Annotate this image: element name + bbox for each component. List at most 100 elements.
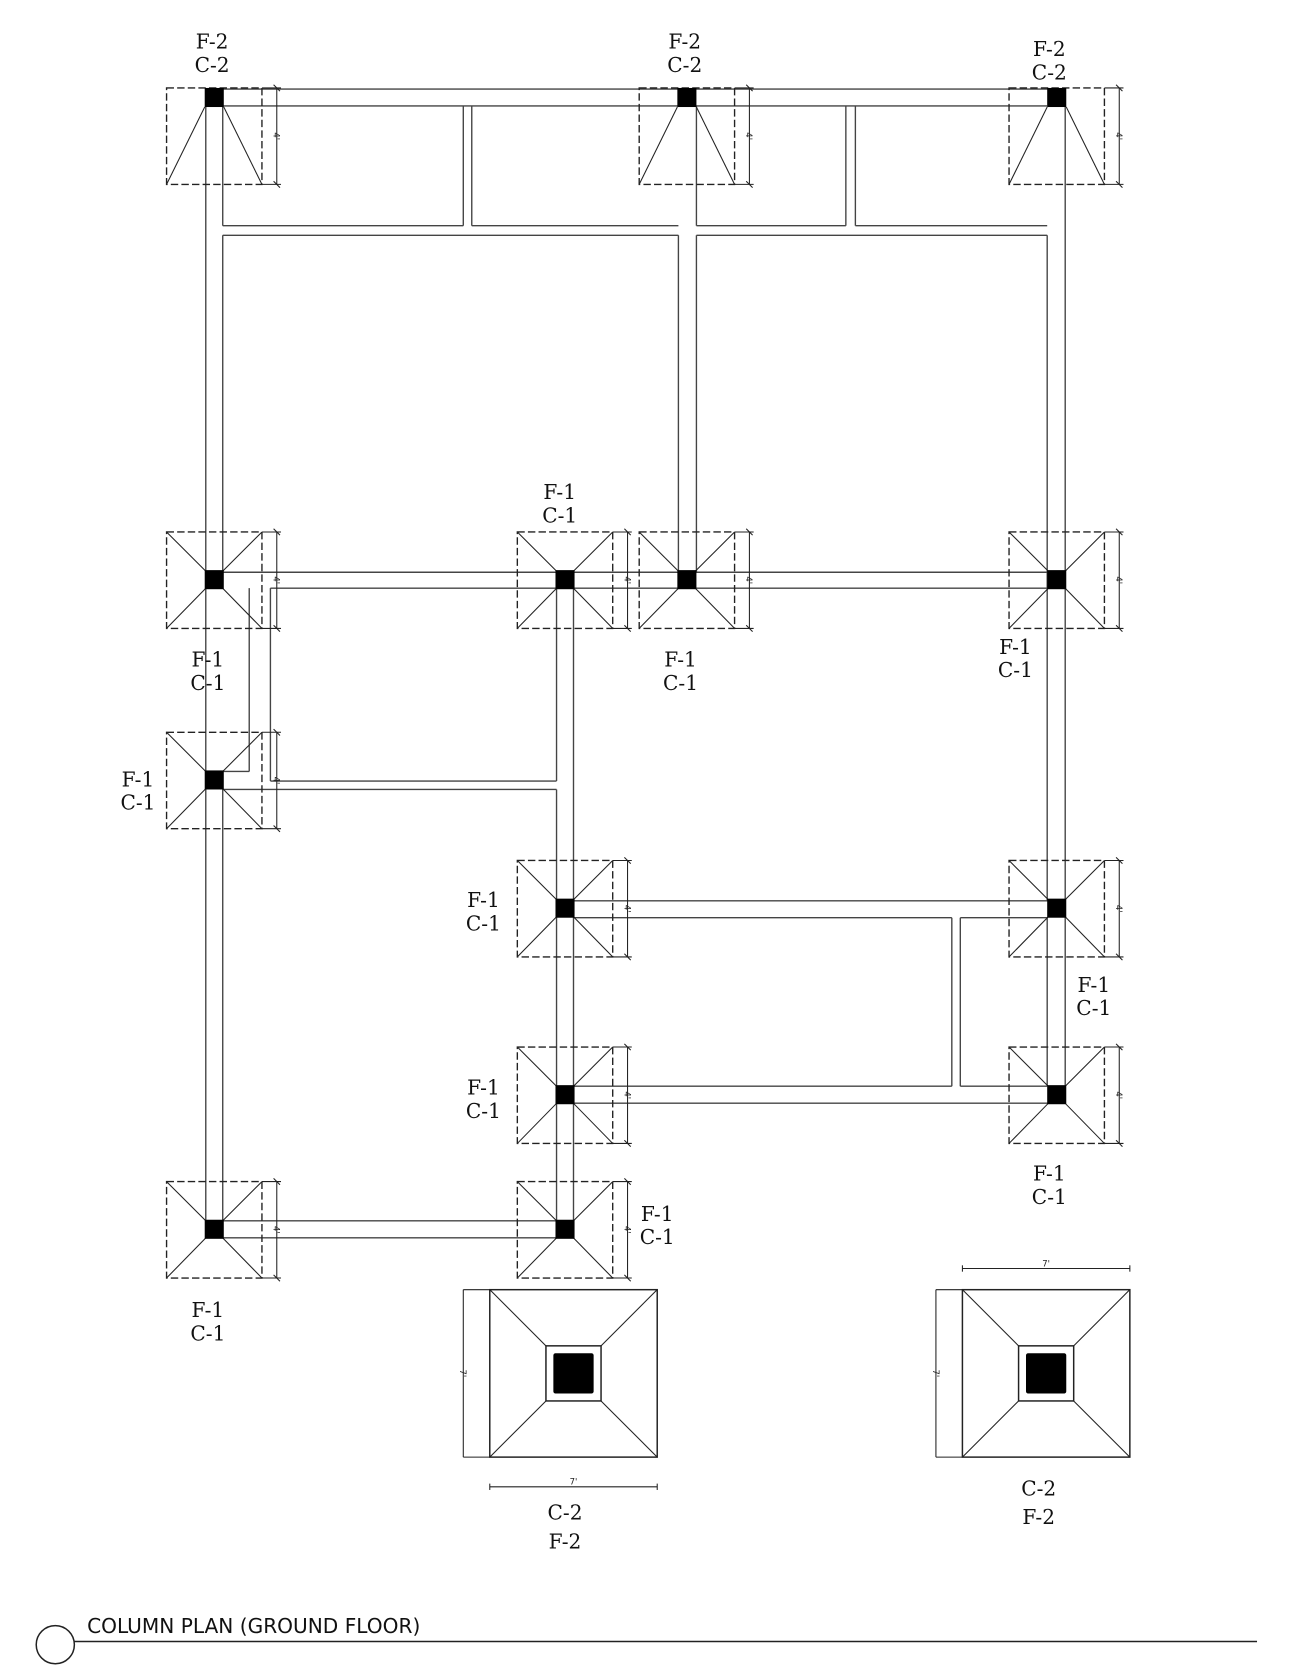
footing-label: F-1 bbox=[467, 1076, 500, 1100]
footing-detail: 7' 7' bbox=[458, 1288, 658, 1490]
dimension-text: 4' bbox=[272, 777, 282, 785]
dimension-text: 7' bbox=[570, 1477, 578, 1487]
dimension-text: 4' bbox=[744, 576, 754, 584]
dimension-text: 4' bbox=[622, 1226, 632, 1234]
footing-label: F-2 bbox=[196, 30, 229, 54]
footing-label: F-1 bbox=[664, 648, 697, 672]
detail-slope-line bbox=[600, 1289, 658, 1347]
footing-outline bbox=[1008, 531, 1106, 630]
drawing-title-block: COLUMN PLAN (GROUND FLOOR) bbox=[35, 1614, 1258, 1665]
dimension-text: 4' bbox=[272, 1226, 282, 1234]
footing: 4' bbox=[165, 1178, 282, 1282]
detail-outline bbox=[961, 1288, 1131, 1458]
column-label: C-1 bbox=[663, 671, 698, 695]
footing-slope-line bbox=[223, 106, 263, 185]
column-square bbox=[1025, 1353, 1067, 1394]
footing-outline bbox=[516, 531, 614, 630]
column-label: C-2 bbox=[1032, 60, 1067, 84]
footing-label: F-1 bbox=[999, 635, 1032, 659]
footing-label: F-1 bbox=[1033, 1162, 1066, 1186]
dimension-text: 4' bbox=[1114, 905, 1124, 913]
column-square bbox=[204, 87, 224, 108]
footing: 4' bbox=[1008, 84, 1124, 188]
footing-outline bbox=[516, 859, 614, 958]
detail-footing-label: F-2 bbox=[1022, 1505, 1055, 1529]
column-square bbox=[555, 898, 575, 918]
pedestal-outline bbox=[545, 1345, 602, 1402]
footing-label: F-1 bbox=[543, 480, 576, 504]
drawing-title: COLUMN PLAN (GROUND FLOOR) bbox=[87, 1614, 420, 1638]
footing: 4' bbox=[516, 528, 632, 632]
footing-outline bbox=[1008, 859, 1106, 958]
footing-outline bbox=[1008, 1046, 1106, 1145]
dimension-text: 7' bbox=[931, 1370, 941, 1378]
footing-label: F-1 bbox=[192, 648, 225, 672]
footing-outline bbox=[165, 1180, 263, 1279]
column-label: C-1 bbox=[466, 1099, 501, 1123]
footing: 4' bbox=[516, 1043, 632, 1147]
column-label: C-2 bbox=[667, 53, 702, 77]
column-square bbox=[204, 1219, 224, 1239]
detail-slope-line bbox=[1073, 1400, 1131, 1458]
beam-lines bbox=[205, 88, 1066, 1239]
footing-slope-line bbox=[1065, 106, 1105, 185]
footing: 4' bbox=[165, 84, 282, 188]
detail-column-label: C-2 bbox=[548, 1501, 583, 1525]
column-label: C-1 bbox=[998, 658, 1033, 682]
footing-slope-line bbox=[166, 106, 206, 185]
column-label: C-1 bbox=[640, 1225, 675, 1249]
footing-label: F-1 bbox=[192, 1298, 225, 1322]
detail-column-label: C-2 bbox=[1021, 1476, 1056, 1500]
column-square bbox=[1047, 1085, 1067, 1105]
column-label: C-1 bbox=[542, 503, 577, 527]
column-label: C-1 bbox=[1076, 996, 1111, 1020]
footing: 4' bbox=[516, 856, 632, 961]
dimension-text: 4' bbox=[622, 576, 632, 584]
column-square bbox=[555, 1219, 575, 1239]
column-label: C-1 bbox=[120, 791, 155, 815]
footing-outline bbox=[165, 731, 263, 830]
dimension-text: 4' bbox=[272, 576, 282, 584]
column-square bbox=[677, 570, 697, 590]
detail-slope-line bbox=[489, 1400, 547, 1458]
dimension-text: 7' bbox=[458, 1370, 468, 1378]
column-square bbox=[1047, 570, 1067, 590]
dimension-text: 4' bbox=[1114, 1091, 1124, 1099]
title-marker-circle bbox=[35, 1624, 76, 1665]
detail-slope-line bbox=[489, 1289, 547, 1347]
footing-label: F-1 bbox=[467, 888, 500, 912]
footing: 4' bbox=[1008, 528, 1124, 632]
column-label: C-1 bbox=[190, 1322, 225, 1346]
footings: 4' 4' 4' 4' 4' 4' 4' 4' 4' 4' 4' 4' 4' 4' bbox=[165, 84, 1124, 1282]
detail-footing-label: F-2 bbox=[549, 1529, 582, 1553]
detail-outline bbox=[489, 1288, 658, 1458]
footing-slope-line bbox=[1008, 106, 1048, 185]
dimension-text: 4' bbox=[744, 132, 754, 140]
pedestal-outline bbox=[1017, 1345, 1075, 1402]
column-square bbox=[1047, 898, 1067, 918]
column-label: C-2 bbox=[195, 53, 230, 77]
footing-detail: 7' 7' bbox=[931, 1258, 1131, 1458]
column-square bbox=[204, 770, 224, 790]
column-square bbox=[553, 1353, 594, 1394]
footing-outline bbox=[516, 1046, 614, 1145]
footing: 4' bbox=[638, 84, 754, 188]
footing-label: F-1 bbox=[1077, 973, 1110, 997]
footing-slope-line bbox=[695, 106, 736, 185]
footing-details: 7' 7' 7' 7' bbox=[458, 1258, 1131, 1490]
footing: 4' bbox=[638, 528, 754, 632]
detail-slope-line bbox=[962, 1289, 1019, 1347]
footing-outline bbox=[165, 531, 263, 630]
footing-labels: F-2 C-2 F-2 C-2 F-2 C-2 F-1 C-1 F-1 C-1 … bbox=[120, 30, 1111, 1554]
footing-label: F-2 bbox=[668, 30, 701, 54]
dimension-text: 4' bbox=[1114, 576, 1124, 584]
footing-label: F-1 bbox=[641, 1202, 674, 1226]
column-label: C-1 bbox=[1032, 1185, 1067, 1209]
dimension-text: 7' bbox=[1042, 1258, 1050, 1268]
column-square bbox=[555, 1085, 575, 1105]
dimension-text: 4' bbox=[272, 132, 282, 140]
column-square bbox=[204, 570, 224, 590]
footing-outline bbox=[516, 1180, 614, 1279]
footing-label: F-1 bbox=[122, 767, 155, 791]
